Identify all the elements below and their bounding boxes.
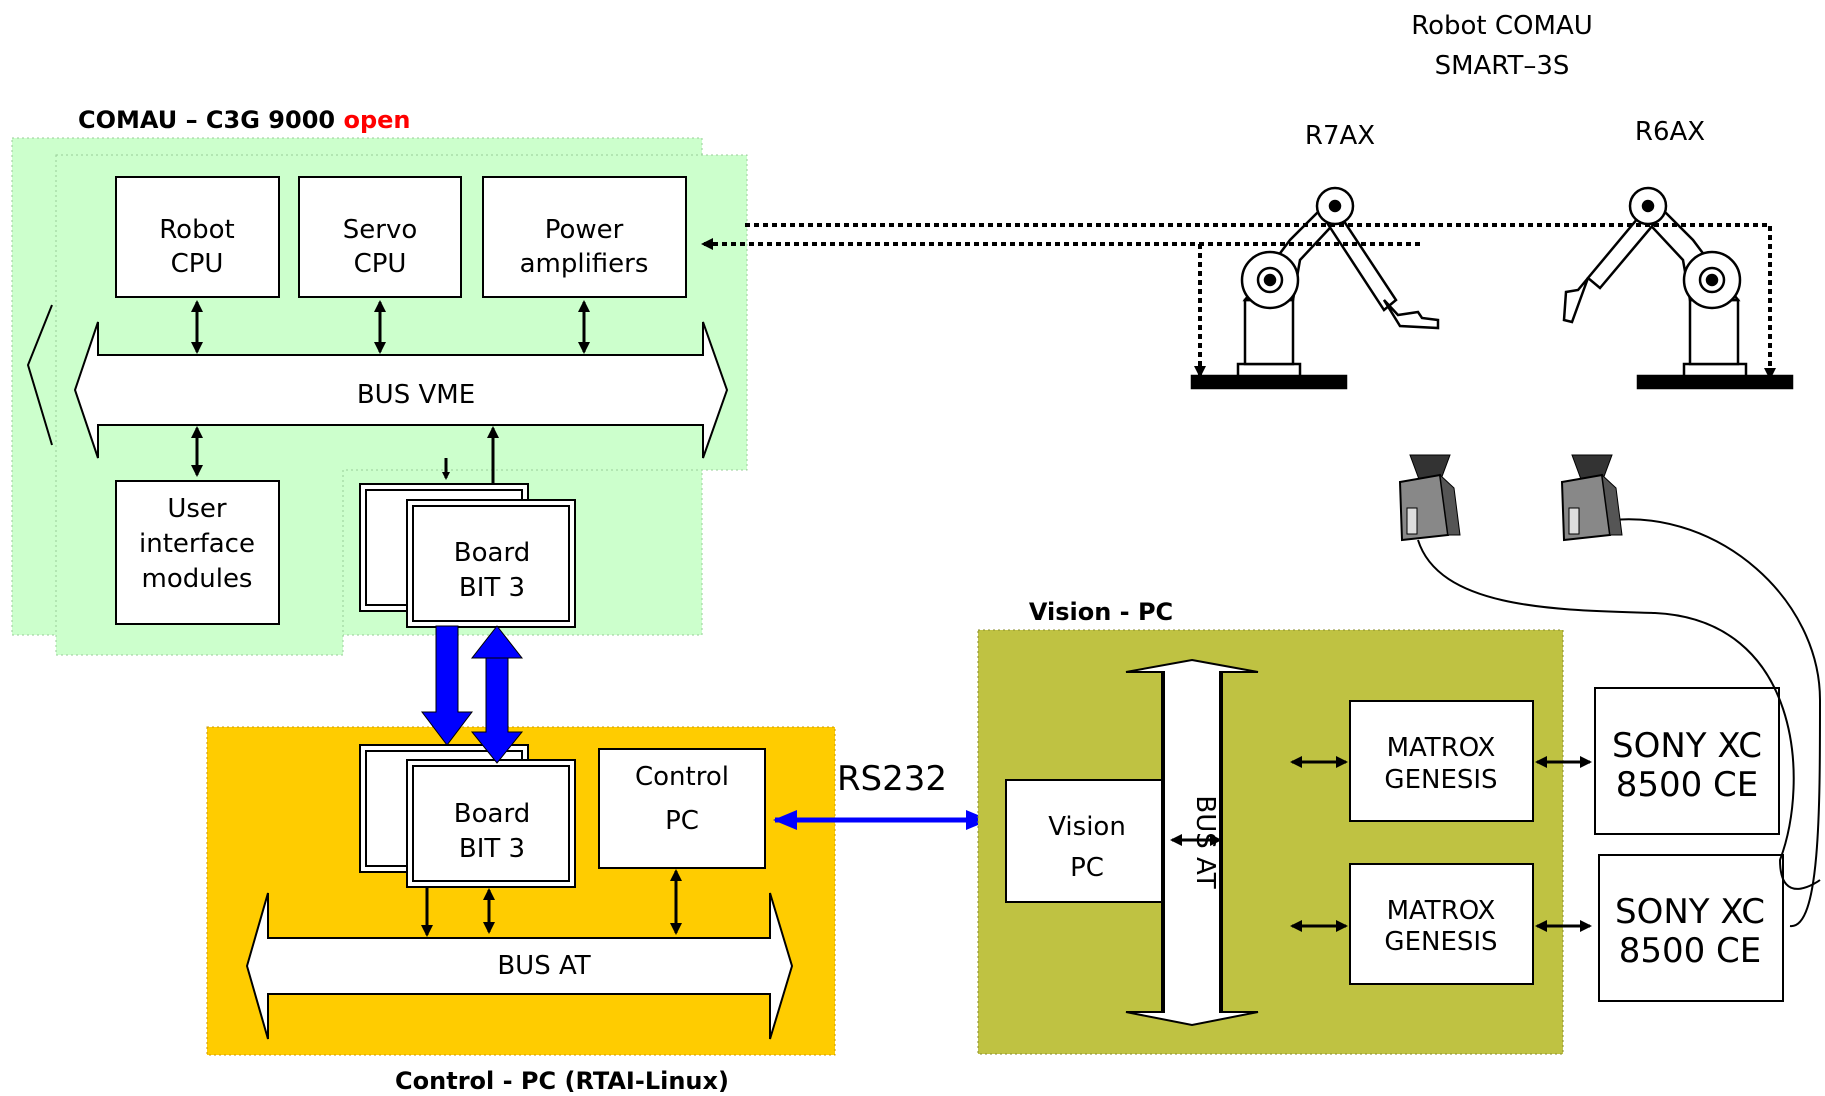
svg-text:RS232: RS232 [837, 759, 947, 799]
bus-vme-arrow: BUS VME [73, 321, 729, 459]
camera-icon [1398, 454, 1461, 542]
svg-text:BIT 3: BIT 3 [459, 573, 525, 603]
robot-r7ax-label: R7AX [1305, 121, 1375, 151]
power-amplifiers-box: Power amplifiers [482, 176, 687, 298]
sony-camera-box-top: SONY XC 8500 CE [1594, 687, 1780, 835]
svg-text:BUS AT: BUS AT [497, 951, 590, 981]
comau-title: COMAU – C3G 9000 open [78, 106, 410, 134]
camera-cables [1417, 518, 1822, 928]
svg-text:BUS VME: BUS VME [357, 380, 475, 410]
svg-text:User: User [167, 494, 227, 524]
svg-text:PC: PC [665, 806, 699, 836]
rs232-link: RS232 [773, 759, 990, 830]
svg-text:BIT 3: BIT 3 [459, 834, 525, 864]
vme-connectors [191, 300, 590, 502]
robot-arm-icon [1190, 186, 1440, 390]
matrox-genesis-top: MATROX GENESIS [1349, 700, 1534, 822]
vision-pc-box: Vision PC [1005, 779, 1170, 903]
control-pc-title: Control - PC (RTAI-Linux) [395, 1067, 729, 1095]
svg-text:Servo: Servo [343, 215, 417, 245]
svg-text:PC: PC [1070, 853, 1104, 883]
bus-at-control-arrow: BUS AT [245, 892, 794, 1040]
board-bit3-top: Board BIT 3 [359, 483, 576, 628]
svg-text:GENESIS: GENESIS [1384, 927, 1497, 957]
robot-title-line2: SMART–3S [1435, 51, 1570, 81]
svg-text:Vision: Vision [1048, 812, 1126, 842]
svg-text:CPU: CPU [171, 249, 224, 279]
sony-camera-box-bottom: SONY XC 8500 CE [1598, 854, 1784, 1002]
svg-text:8500 CE: 8500 CE [1619, 931, 1762, 971]
robot-cpu-box: Robot CPU [115, 176, 280, 298]
robot-title-line1: Robot COMAU [1411, 11, 1593, 41]
svg-text:MATROX: MATROX [1387, 896, 1496, 926]
svg-text:Robot: Robot [159, 215, 234, 245]
svg-text:Control: Control [635, 762, 729, 792]
control-connectors [421, 869, 682, 937]
svg-text:interface: interface [139, 529, 255, 559]
board-bit3-bottom: Board BIT 3 [359, 744, 576, 888]
control-pc-box: Control PC [598, 748, 766, 869]
svg-text:modules: modules [142, 564, 253, 594]
robot-r6ax-label: R6AX [1635, 117, 1705, 147]
svg-text:SONY XC: SONY XC [1612, 726, 1762, 766]
svg-text:Board: Board [454, 799, 530, 829]
vision-pc-title: Vision - PC [1029, 598, 1173, 626]
robot-arm-icon [1562, 186, 1794, 390]
bus-at-vision-label: BUS AT [1190, 795, 1220, 888]
svg-text:8500 CE: 8500 CE [1616, 765, 1759, 805]
vision-connectors [1170, 756, 1592, 932]
svg-text:MATROX: MATROX [1387, 733, 1496, 763]
svg-text:Board: Board [454, 538, 530, 568]
robot-control-lines [701, 223, 1776, 380]
svg-text:amplifiers: amplifiers [520, 249, 649, 279]
camera-icon [1560, 454, 1623, 542]
user-interface-modules-box: User interface modules [115, 480, 280, 625]
svg-text:CPU: CPU [354, 249, 407, 279]
matrox-genesis-bottom: MATROX GENESIS [1349, 863, 1534, 985]
svg-text:SONY XC: SONY XC [1615, 892, 1765, 932]
bit3-link-arrows [420, 625, 524, 764]
servo-cpu-box: Servo CPU [298, 176, 462, 298]
svg-text:Power: Power [545, 215, 624, 245]
svg-text:GENESIS: GENESIS [1384, 765, 1497, 795]
